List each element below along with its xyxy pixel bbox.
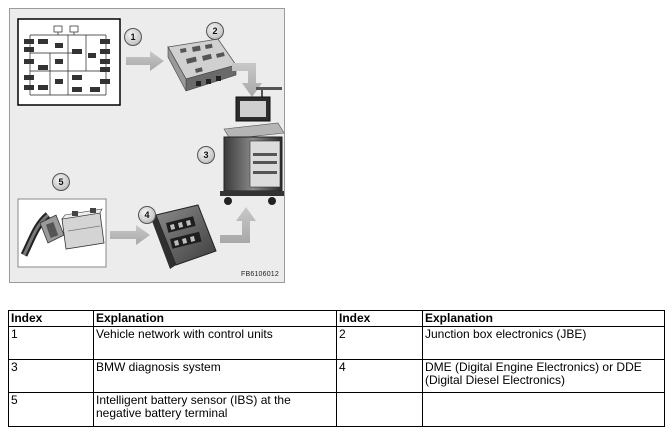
- cell-index: 5: [8, 392, 94, 427]
- callout-1: 1: [124, 28, 142, 46]
- callout-5: 5: [52, 173, 70, 191]
- cell-index: 3: [8, 359, 94, 393]
- cell-explanation: BMW diagnosis system: [93, 359, 337, 393]
- diagnosis-system-cart: [220, 87, 285, 205]
- cell-index: 4: [336, 359, 423, 393]
- arrow-dme-to-diagnosis: [220, 207, 256, 243]
- vehicle-network-diagram: [17, 18, 121, 106]
- figure-illustration: [17, 18, 285, 269]
- header-index-2: Index: [336, 310, 423, 327]
- cell-explanation: [422, 392, 665, 427]
- arrow-jbe-to-diagnosis: [232, 63, 262, 97]
- figure-id-label: FB6106012: [241, 271, 279, 278]
- header-explanation-2: Explanation: [422, 310, 665, 327]
- arrow-network-to-jbe: [126, 51, 164, 71]
- legend-table: Index Explanation Index Explanation 1 Ve…: [8, 310, 665, 427]
- callout-3: 3: [197, 146, 215, 164]
- cell-index: 1: [8, 326, 94, 360]
- cell-index: 2: [336, 326, 423, 360]
- table-header-row: Index Explanation Index Explanation: [8, 310, 665, 327]
- cell-index: [336, 392, 423, 427]
- cell-explanation: DME (Digital Engine Electronics) or DDE …: [422, 359, 665, 393]
- table-row: 3 BMW diagnosis system 4 DME (Digital En…: [8, 359, 665, 393]
- callout-4: 4: [138, 206, 156, 224]
- callout-2: 2: [206, 22, 224, 40]
- cell-explanation: Intelligent battery sensor (IBS) at the …: [93, 392, 337, 427]
- header-explanation-1: Explanation: [93, 310, 337, 327]
- arrow-ibs-to-dme: [110, 225, 150, 245]
- diagnosis-figure: 1 2 3 4 5 FB6106012: [9, 8, 285, 283]
- cell-explanation: Junction box electronics (JBE): [422, 326, 665, 360]
- table-row: 5 Intelligent battery sensor (IBS) at th…: [8, 392, 665, 427]
- header-index-1: Index: [8, 310, 94, 327]
- cell-explanation: Vehicle network with control units: [93, 326, 337, 360]
- dme-dde-control-unit: [152, 204, 217, 269]
- jbe-module: [167, 38, 237, 92]
- table-row: 1 Vehicle network with control units 2 J…: [8, 326, 665, 360]
- battery-ibs-image: [17, 198, 107, 268]
